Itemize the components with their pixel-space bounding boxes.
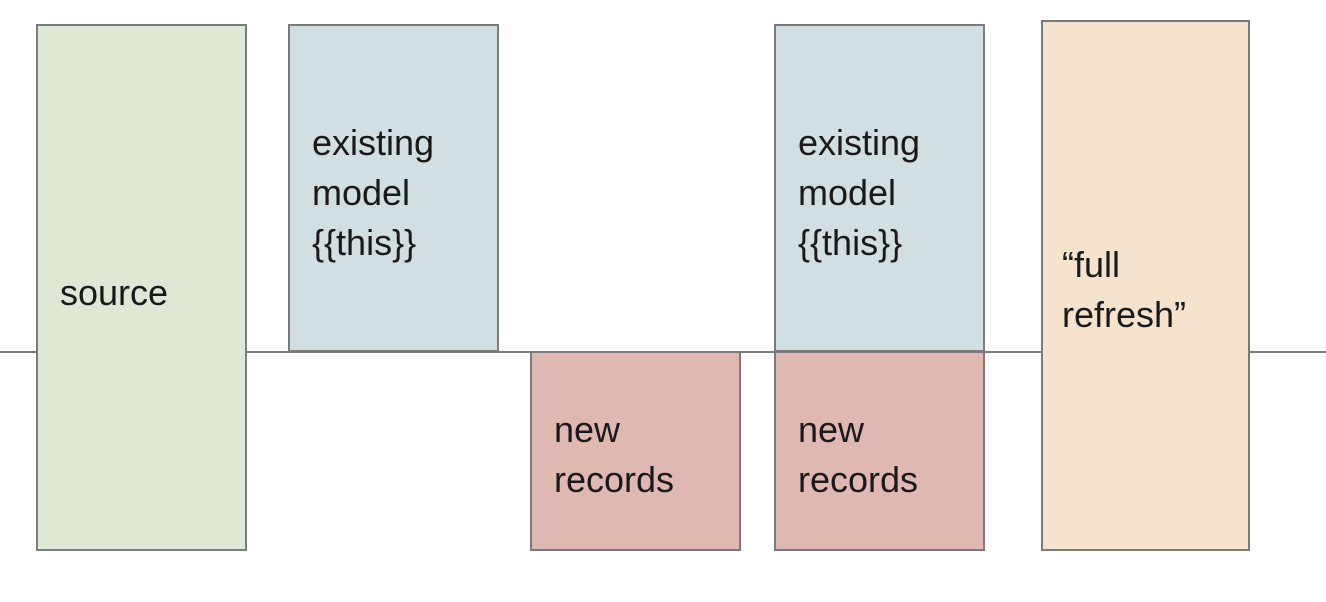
block-label-source: source bbox=[60, 272, 169, 313]
block-label-new-records-1: new records bbox=[554, 409, 675, 500]
block-full-refresh bbox=[1041, 20, 1250, 551]
block-new-records-2 bbox=[774, 351, 985, 551]
block-source bbox=[36, 24, 247, 551]
block-label-existing-model-1: existing model {{this}} bbox=[312, 122, 435, 263]
block-existing-model-1 bbox=[288, 24, 499, 352]
block-new-records-1 bbox=[530, 351, 741, 551]
block-label-new-records-2: new records bbox=[798, 409, 919, 500]
block-label-existing-model-2: existing model {{this}} bbox=[798, 122, 921, 263]
block-existing-model-2 bbox=[774, 24, 985, 352]
block-label-full-refresh: “full refresh” bbox=[1062, 244, 1187, 335]
